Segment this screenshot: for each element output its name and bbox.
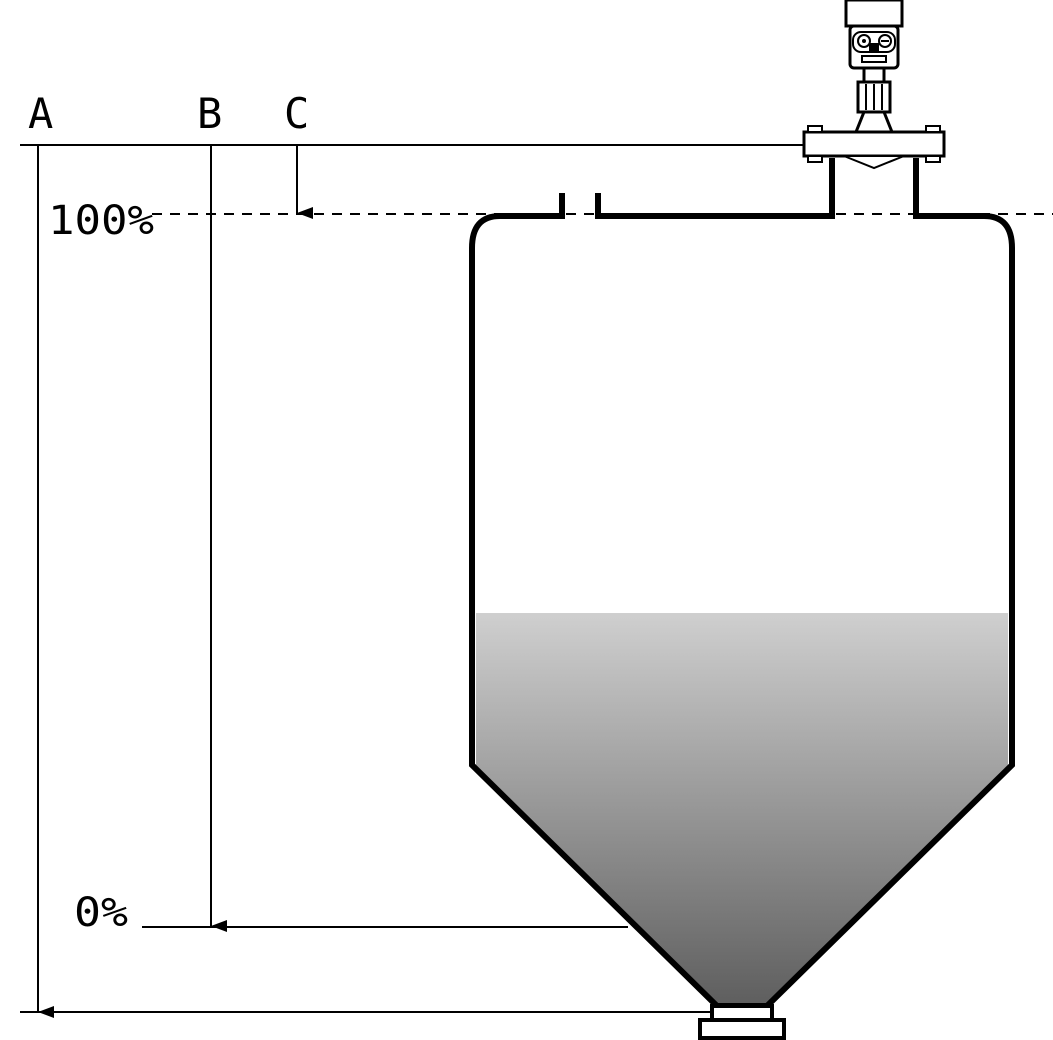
silo-roof-segment [595, 158, 835, 219]
outlet-flange-base [698, 1018, 786, 1040]
label-full-level: 100% [48, 198, 154, 244]
label-b: B [197, 89, 222, 138]
label-c: C [284, 89, 309, 138]
outlet-flange [710, 1004, 774, 1022]
label-empty-level: 0% [74, 890, 128, 936]
product-fill [476, 613, 1008, 1006]
radar-level-transmitter-icon [802, 0, 946, 170]
label-a: A [28, 89, 53, 138]
